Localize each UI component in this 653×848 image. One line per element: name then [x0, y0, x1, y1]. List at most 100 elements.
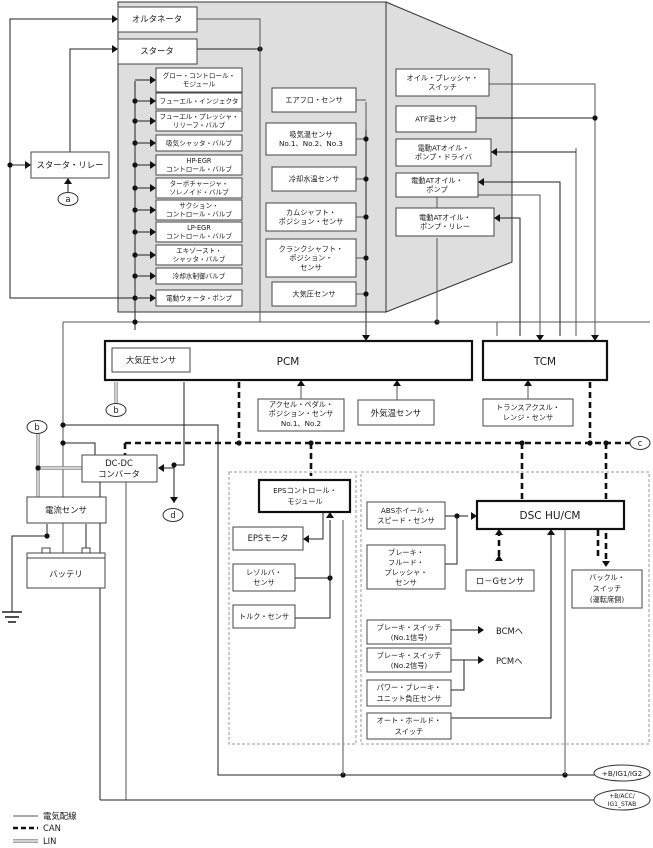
power-brake-vacuum-sensor: パワー・ブレーキ・ ユニット負圧センサ [366, 679, 452, 707]
torque-sensor: トルク・センサ [232, 604, 296, 629]
junction-dot [363, 255, 369, 261]
svg-text:プレッシャ・: プレッシャ・ [384, 568, 427, 577]
arrow-icon [494, 214, 500, 222]
arrow-icon [478, 178, 484, 186]
svg-text:DC-DC: DC-DC [105, 458, 133, 468]
svg-text:c: c [638, 438, 643, 448]
suction-control-valve: サクション・コントロール・バルブ [155, 199, 243, 221]
svg-text:EPSモータ: EPSモータ [248, 533, 289, 543]
fuel-pressure-relief-valve-label: フューエル・プレッシャ・ [159, 113, 238, 121]
atf-temp-sensor: ATF温センサ [395, 105, 477, 133]
legend-electric: 電気配線 [43, 811, 77, 821]
electric-at-oil-pump-label: ポンプ [426, 185, 448, 194]
eps-zone [228, 471, 357, 745]
camshaft-position-sensor-label: ポジション・センサ [279, 217, 344, 226]
electric-at-oil-pump-driver: 電動ATオイル・ポンプ・ドライバ [395, 138, 492, 167]
arrow-icon [491, 148, 497, 156]
legend-lin: LIN [43, 836, 56, 846]
svg-text:DSC HU/CM: DSC HU/CM [520, 510, 581, 522]
low-g-sensor: ロ－Gセンサ [465, 569, 535, 592]
turbo-solenoid-valve-label: ターボチャージャ・ [170, 179, 229, 188]
svg-text:b: b [113, 405, 118, 415]
pcm-barometric-sensor: 大気圧センサ [126, 355, 176, 365]
svg-text:スピード・センサ: スピード・センサ [377, 516, 435, 525]
crankshaft-position-sensor: クランクシャフト・ポジション・センサ [265, 238, 357, 278]
electric-at-oil-pump: 電動ATオイル・ポンプ [395, 172, 479, 198]
junction-dot [363, 214, 369, 220]
svg-text:アクセル・ペダル・: アクセル・ペダル・ [269, 400, 333, 409]
junction-dot [363, 176, 369, 182]
legend-can: CAN [43, 823, 61, 833]
oil-pressure-switch-label: スイッチ [428, 83, 457, 92]
brake-switch-no1: ブレーキ・スイッチ (No.1信号) [366, 619, 452, 645]
arrow-icon [150, 272, 156, 280]
svg-text:EPSコントロール・: EPSコントロール・ [273, 486, 337, 495]
oil-pressure-switch: オイル・プレッシャ・スイッチ [395, 68, 490, 97]
arrow-icon [150, 294, 156, 302]
svg-text:トルク・センサ: トルク・センサ [239, 612, 289, 621]
pcm-label: PCM [277, 356, 300, 368]
junction-dot [363, 136, 369, 142]
abs-wheel-speed-sensor: ABSホイール・ スピード・センサ [366, 501, 446, 530]
svg-text:ブレーキ・: ブレーキ・ [388, 548, 424, 557]
connector-b-left: b [26, 420, 48, 434]
arrow-icon [150, 251, 156, 259]
intake-shutter-valve: 吸気シャッタ・バルブ [155, 134, 243, 152]
exhaust-shutter-valve-label: シャッタ・バルブ [173, 255, 226, 264]
svg-text:スタータ: スタータ [140, 46, 174, 56]
ground-icon [2, 611, 22, 623]
svg-text:d: d [170, 510, 175, 520]
arrow-icon [150, 161, 156, 169]
intake-shutter-valve-label: 吸気シャッタ・バルブ [166, 138, 232, 147]
actuator-list: グロー・コントロール・モジュールフューエル・インジェクタフューエル・プレッシャ・… [132, 67, 243, 307]
svg-text:センサ: センサ [253, 578, 275, 587]
suction-control-valve-label: コントロール・バルブ [166, 210, 232, 219]
turbo-solenoid-valve-label: ソレノイド・バルブ [169, 188, 229, 197]
svg-text:+B/IG1/IG2: +B/IG1/IG2 [602, 769, 642, 778]
coolant-temp-sensor: 冷却水温センサ [271, 166, 357, 192]
glow-control-module: グロー・コントロール・モジュール [155, 67, 243, 93]
alternator: オルタネータ [117, 6, 198, 33]
resolver-sensor: レゾルバ・ センサ [232, 563, 296, 592]
eps-control-module: EPSコントロール・ モジュール [257, 478, 352, 514]
svg-text:ポジション・センサ: ポジション・センサ [269, 409, 334, 418]
svg-text:ロ－Gセンサ: ロ－Gセンサ [476, 576, 524, 586]
atf-temp-sensor-label: ATF温センサ [415, 115, 457, 124]
svg-text:IG1_STAB: IG1_STAB [608, 801, 636, 808]
crankshaft-position-sensor-label: クランクシャフト・ [279, 244, 344, 253]
connector-power-b-ig1-ig2: +B/IG1/IG2 [593, 764, 651, 782]
svg-text:ブレーキ・スイッチ: ブレーキ・スイッチ [377, 623, 442, 632]
junction-dot [363, 291, 369, 297]
eps-motor: EPSモータ [232, 526, 304, 551]
engine-sensor-list: エアフロ・センサ吸気温センサNo.1、No.2、No.3冷却水温センサカムシャフ… [265, 87, 369, 307]
electric-at-oil-pump-relay: 電動ATオイル・ポンプ・リレー [395, 207, 495, 237]
to-bcm-label: BCMへ [496, 626, 523, 636]
current-sensor: 電流センサ [26, 496, 107, 524]
svg-text:No.1、No.2: No.1、No.2 [281, 419, 321, 428]
legend: 電気配線 CAN LIN [13, 811, 77, 846]
connector-c: c [629, 436, 651, 450]
electric-at-oil-pump-driver-label: 電動ATオイル・ [418, 143, 470, 152]
electric-at-oil-pump-relay-label: ポンプ・リレー [420, 222, 470, 231]
electric-water-pump-label: 電動ウォータ・ポンプ [166, 293, 232, 302]
electric-at-oil-pump-relay-label: 電動ATオイル・ [419, 213, 471, 222]
arrow-icon [150, 139, 156, 147]
barometric-sensor: 大気圧センサ [271, 281, 357, 307]
brake-switch-no2: ブレーキ・スイッチ (No.2信号) [366, 647, 452, 673]
auto-hold-switch: オート・ホールド・ スイッチ [366, 712, 452, 740]
svg-text:パワー・ブレーキ・: パワー・ブレーキ・ [377, 683, 442, 692]
suction-control-valve-label: サクション・ [179, 202, 219, 210]
transmission-component-list: オイル・プレッシャ・スイッチATF温センサ電動ATオイル・ポンプ・ドライバ電動A… [395, 68, 500, 237]
svg-text:オルタネータ: オルタネータ [132, 14, 182, 24]
arrow-icon [150, 228, 156, 236]
svg-text:オート・ホールド・: オート・ホールド・ [377, 716, 442, 725]
buckle-switch: バックル・ スイッチ (運転席側) [571, 569, 643, 609]
fuel-injector: フューエル・インジェクタ [155, 92, 243, 110]
coolant-control-valve-label: 冷却水制御バルブ [173, 271, 226, 280]
fuel-pressure-relief-valve-label: リリーフ・バルブ [173, 121, 226, 130]
arrow-icon [150, 206, 156, 214]
accel-pedal-position-sensor: アクセル・ペダル・ ポジション・センサ No.1、No.2 [257, 398, 345, 432]
brake-fluid-pressure-sensor: ブレーキ・ フルード・ プレッシャ・ センサ [366, 544, 446, 590]
